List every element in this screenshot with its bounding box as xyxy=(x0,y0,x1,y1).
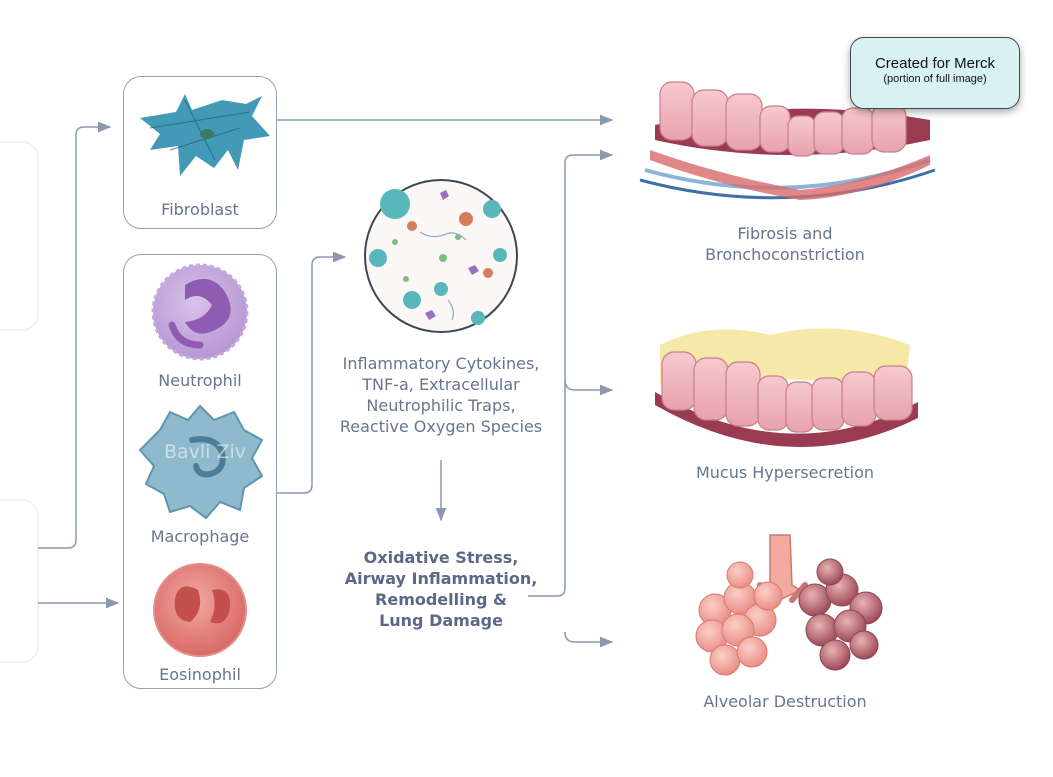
neutrophil-illustration xyxy=(151,263,249,361)
credit-subtitle: (portion of full image) xyxy=(883,73,987,85)
alveolar-label: Alveolar Destruction xyxy=(703,692,867,711)
connector-consequence-trunk xyxy=(528,149,614,597)
fibrosis-label: Fibrosis and Bronchoconstriction xyxy=(705,224,865,264)
connector-left-to-fibroblast xyxy=(38,121,112,549)
fibroblast-illustration xyxy=(140,94,270,176)
macrophage-label: Macrophage xyxy=(150,527,250,546)
connector-to-alveolar xyxy=(564,631,614,648)
fibroblast-box xyxy=(123,76,277,229)
credit-note: Created for Merck (portion of full image… xyxy=(850,37,1020,109)
connectors xyxy=(38,114,614,648)
consequence-label: Oxidative Stress, Airway Inflammation, R… xyxy=(344,548,538,630)
credit-title: Created for Merck xyxy=(874,55,996,72)
mucus-label: Mucus Hypersecretion xyxy=(695,463,875,482)
eosinophil-label: Eosinophil xyxy=(159,665,241,684)
fibrosis-illustration xyxy=(639,81,936,200)
faded-left-panels xyxy=(0,141,39,663)
macrophage-illustration xyxy=(138,404,264,520)
eosinophil-illustration xyxy=(153,563,247,657)
immune-cells-box xyxy=(123,254,277,689)
neutrophil-label: Neutrophil xyxy=(158,371,242,390)
alveolar-illustration xyxy=(695,534,883,676)
mediators-label: Inflammatory Cytokines, TNF-a, Extracell… xyxy=(339,354,543,436)
mucus-illustration xyxy=(655,328,918,448)
fibroblast-label: Fibroblast xyxy=(161,200,239,219)
mediators-illustration xyxy=(364,179,518,333)
connector-cells-to-mediators xyxy=(277,251,347,494)
connector-to-mucus xyxy=(564,379,614,396)
watermark: Bavli Ziv xyxy=(164,441,246,463)
